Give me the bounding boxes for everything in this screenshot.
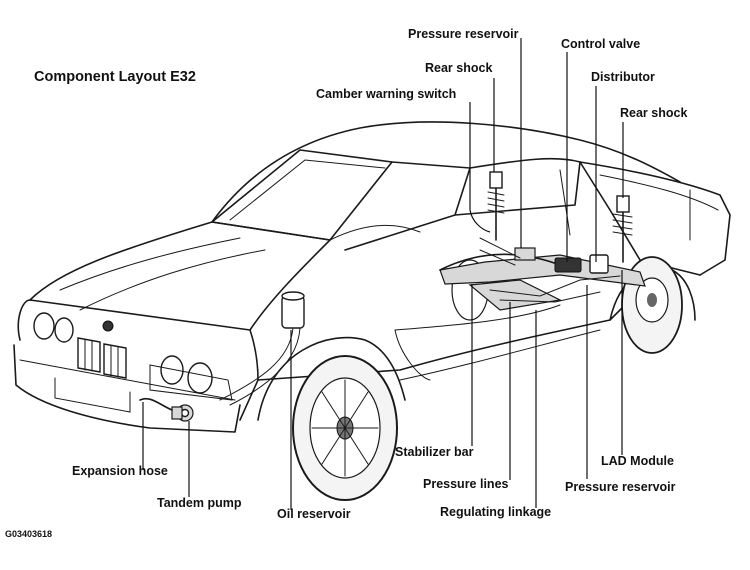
label-regulating-linkage: Regulating linkage bbox=[440, 505, 551, 519]
label-stabilizer-bar: Stabilizer bar bbox=[395, 445, 474, 459]
label-lad-module: LAD Module bbox=[601, 454, 674, 468]
rear-shock-right-component bbox=[612, 195, 633, 263]
car-bumper bbox=[13, 344, 241, 433]
label-pressure-reservoir-bottom: Pressure reservoir bbox=[565, 480, 676, 494]
car-trunk bbox=[579, 161, 731, 276]
label-rear-shock-right: Rear shock bbox=[620, 106, 687, 120]
label-distributor: Distributor bbox=[591, 70, 655, 84]
label-pressure-lines: Pressure lines bbox=[423, 477, 509, 491]
grille-left-kidney bbox=[77, 337, 101, 373]
expansion-hose-component bbox=[139, 397, 173, 411]
label-pressure-reservoir-top: Pressure reservoir bbox=[408, 27, 519, 41]
left-headlight-inner bbox=[54, 317, 74, 343]
car-illustration bbox=[13, 121, 731, 501]
label-control-valve: Control valve bbox=[561, 37, 640, 51]
car-roof-outline bbox=[211, 121, 681, 223]
rear-axle-assembly bbox=[439, 237, 646, 311]
figure-code: G03403618 bbox=[5, 529, 52, 539]
grille-right-kidney bbox=[103, 343, 127, 379]
rear-shock-left-component bbox=[487, 171, 505, 241]
leader-lines bbox=[142, 38, 624, 510]
right-headlight-inner bbox=[160, 355, 184, 385]
brand-logo bbox=[102, 320, 114, 332]
label-tandem-pump: Tandem pump bbox=[157, 496, 242, 510]
car-side-sill bbox=[257, 299, 631, 381]
right-headlight-outer bbox=[187, 362, 213, 394]
diagram-title: Component Layout E32 bbox=[34, 69, 196, 85]
left-headlight-outer bbox=[33, 312, 55, 340]
car-front-fascia bbox=[17, 299, 259, 421]
components bbox=[139, 171, 646, 422]
car-hood bbox=[29, 221, 331, 331]
label-camber-warning-switch: Camber warning switch bbox=[316, 87, 456, 101]
label-rear-shock-left: Rear shock bbox=[425, 61, 492, 75]
front-wheel bbox=[257, 336, 406, 501]
tandem-pump-component bbox=[171, 404, 194, 422]
label-oil-reservoir: Oil reservoir bbox=[277, 507, 351, 521]
label-expansion-hose: Expansion hose bbox=[72, 464, 168, 478]
car-side-window-rear bbox=[454, 157, 581, 216]
car-side-window-front bbox=[344, 161, 471, 251]
